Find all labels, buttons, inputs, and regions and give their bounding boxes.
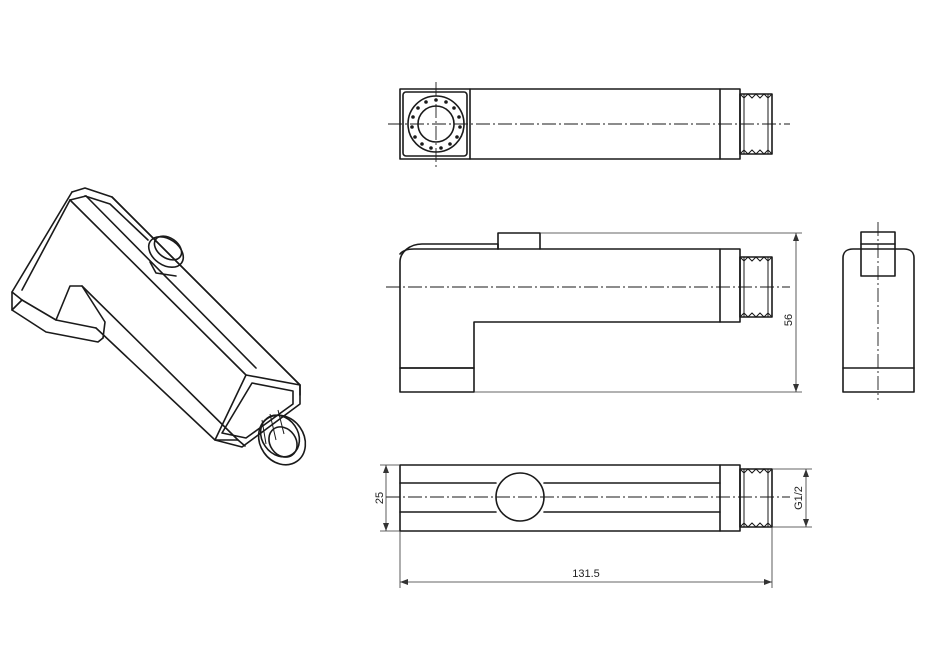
- spray-holes: [410, 98, 462, 150]
- end-view: [388, 82, 790, 168]
- height-dimension-label: 56: [783, 314, 795, 326]
- length-dimension-label: 131.5: [572, 568, 600, 580]
- isometric-view: [11, 187, 307, 466]
- width-dimension-label: 25: [374, 492, 386, 504]
- right-view: [842, 222, 915, 400]
- thread-dimension-label: G1/2: [793, 486, 805, 510]
- top-view: 25 G1/2 131.5: [374, 464, 812, 588]
- side-view: 56: [386, 232, 802, 393]
